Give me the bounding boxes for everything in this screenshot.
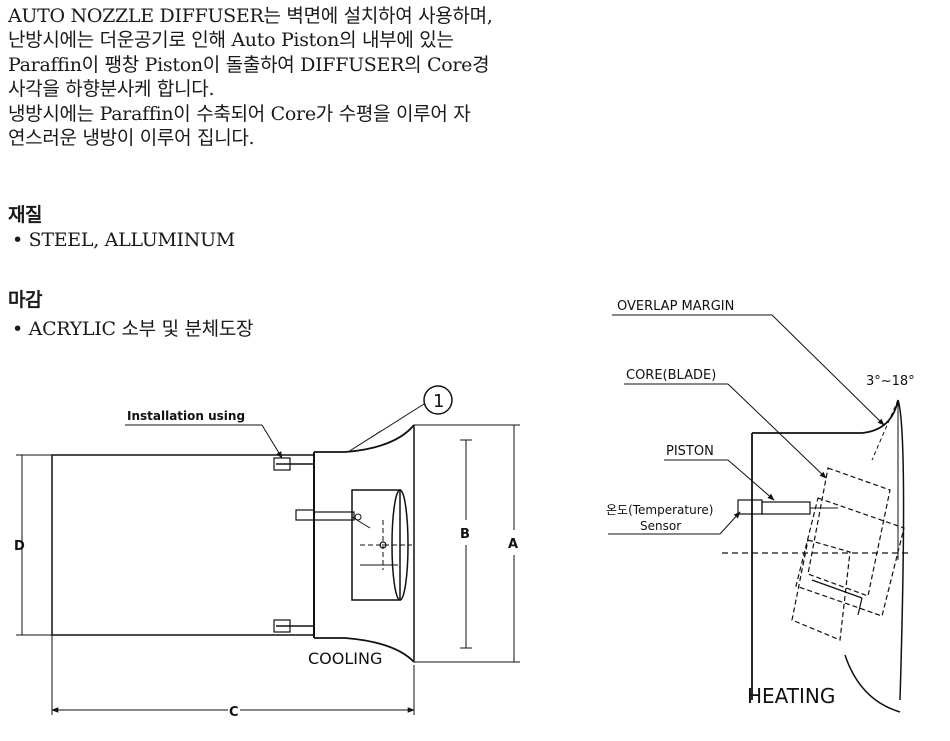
finish-item: • ACRYLIC 소부 및 분체도장 xyxy=(12,318,254,340)
overlap-margin-label: OVERLAP MARGIN xyxy=(617,299,734,314)
installation-label: Installation using xyxy=(127,409,245,423)
dim-d-label: D xyxy=(14,539,25,554)
left-diagram xyxy=(16,385,520,715)
cooling-label: COOLING xyxy=(308,649,382,668)
dim-b-label: B xyxy=(460,527,470,542)
dim-c-label: C xyxy=(229,705,239,720)
duct-body xyxy=(51,454,315,636)
description-line: 연스러운 냉방이 이루어 집니다. xyxy=(8,127,255,150)
sensor-label-line1: 온도(Temperature) xyxy=(606,503,713,517)
description-line: 난방시에는 더운공기로 인해 Auto Piston의 내부에 있는 xyxy=(8,29,454,52)
sensor-label-line2: Sensor xyxy=(640,519,681,533)
right-diagram xyxy=(608,314,910,713)
angle-label: 3°~18° xyxy=(866,374,915,389)
heating-label: HEATING xyxy=(747,684,835,708)
material-item: • STEEL, ALLUMINUM xyxy=(12,229,235,251)
description-text: AUTO NOZZLE DIFFUSER는 벽면에 설치하여 사용하며, 난방시… xyxy=(8,4,608,150)
description-line: 냉방시에는 Paraffin이 수축되어 Core가 수평을 이루어 자 xyxy=(8,102,471,125)
callout-number: 1 xyxy=(433,391,444,412)
dim-a-label: A xyxy=(508,537,518,552)
description-line: Paraffin이 팽창 Piston이 돌출하여 DIFFUSER의 Core… xyxy=(8,53,490,76)
core-blade-label: CORE(BLADE) xyxy=(626,368,716,383)
material-title: 재질 xyxy=(8,204,42,226)
finish-title: 마감 xyxy=(8,289,42,311)
description-line: AUTO NOZZLE DIFFUSER는 벽면에 설치하여 사용하며, xyxy=(8,5,493,27)
piston-label: PISTON xyxy=(666,444,714,459)
description-line: 사각을 하향분사케 합니다. xyxy=(8,78,215,101)
